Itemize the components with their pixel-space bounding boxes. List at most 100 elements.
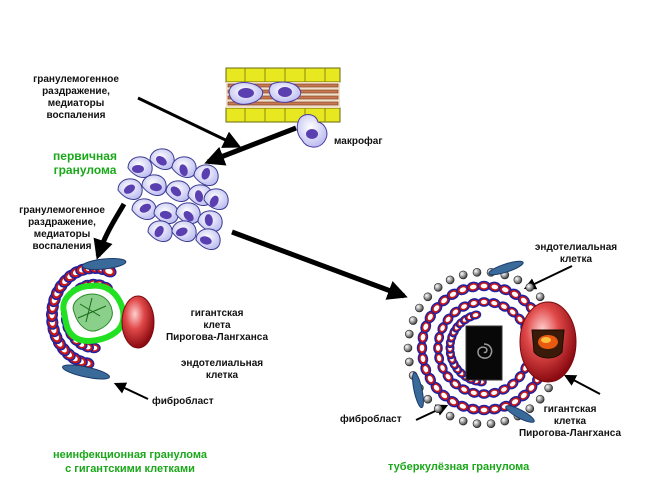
macrophage-cluster-cell	[117, 178, 143, 200]
macrophage-cluster-cell	[127, 156, 153, 178]
macrophage-cluster-cell	[171, 220, 197, 242]
epithelioid-cell	[449, 378, 462, 390]
epithelioid-cell	[456, 400, 470, 412]
lymphocyte-cell	[513, 275, 523, 285]
epithelioid-cell	[449, 306, 462, 318]
endo-left-line-2: клетка	[205, 370, 239, 381]
lymphocyte-cell	[458, 416, 468, 426]
fibroblast-right-left	[412, 371, 424, 409]
primary-line-2: гранулома	[53, 163, 117, 177]
blood-vessel	[225, 67, 341, 123]
lymphocyte-cell	[472, 419, 482, 428]
epithelioid-cell	[424, 372, 436, 386]
macrophage-cluster-cell	[131, 198, 157, 220]
lymphocyte-cell	[500, 416, 510, 426]
epithelioid-cell	[497, 384, 510, 395]
lymphocyte-cell	[525, 404, 535, 413]
lymphocyte-cell	[535, 292, 545, 302]
giant-cell-right-label: гигантская клетка Пирогова-Лангханса	[512, 404, 628, 440]
process-arrows	[93, 96, 601, 421]
epithelioid-cell	[469, 310, 482, 320]
epithelioid-cell	[477, 404, 491, 416]
primary-granuloma-cluster	[117, 148, 229, 250]
epithelioid-cell	[456, 284, 470, 296]
stimulus-top-line-3: медиаторы	[47, 98, 105, 109]
fibroblast-right-top	[488, 260, 524, 276]
stimulus-top-line-1: гранулемогенное	[33, 74, 119, 85]
giant-left-line-3: Пирогова-Лангханса	[165, 332, 269, 343]
caption-left-line-2: с гигантскими клетками	[65, 463, 195, 475]
stimulus-mid-line-1: гранулемогенное	[19, 205, 105, 216]
lymphocyte-cell	[423, 292, 433, 302]
stimulus-label-mid: гранулемогенное раздражение, медиаторы в…	[4, 205, 120, 253]
lymphocyte-cell	[486, 419, 496, 428]
stimulus-mid-line-4: воспаления	[32, 241, 92, 252]
lymphocyte-cell	[404, 329, 414, 339]
epithelioid-cell	[417, 330, 429, 344]
macrophage-cluster-cell	[203, 188, 229, 210]
macrophage-cluster-cell	[165, 180, 191, 202]
epithelioid-cell	[466, 281, 480, 293]
macrophage-label: макрофаг	[334, 136, 383, 147]
lymphocyte-cell	[423, 394, 433, 404]
tuberculous-caption: туберкулёзная гранулома	[388, 461, 530, 473]
giant-left-line-2: клета	[203, 320, 231, 331]
macrophage-cluster-cell	[153, 202, 179, 224]
giant-right-line-1: гигантская	[543, 404, 597, 415]
fibroblast-left-top	[81, 258, 127, 270]
macrophage-cluster-cell	[171, 156, 197, 178]
epithelioid-cell	[416, 341, 428, 355]
endothelial-right-label: эндотелиальная клетка	[526, 242, 626, 266]
macrophage-cluster-cell	[195, 228, 221, 250]
epithelioid-cell	[437, 389, 451, 402]
lymphocyte-cell	[535, 394, 545, 404]
lymphocyte-cell	[433, 283, 443, 292]
epithelioid-cell	[517, 389, 531, 402]
lymphocyte-cell	[544, 383, 553, 393]
primary-granuloma-label: первичная гранулома	[40, 149, 130, 177]
tuberculous-granuloma	[403, 260, 577, 428]
giant-right-line-2: клетка	[553, 416, 587, 427]
stimulus-mid-line-2: раздражение,	[28, 217, 96, 228]
macrophage-cluster-cell	[175, 202, 201, 224]
lymphocyte-cell	[458, 270, 468, 280]
lymphocyte-cell	[445, 411, 455, 421]
endo-right-line-1: эндотелиальная	[534, 242, 618, 253]
stimulus-top-line-4: воспаления	[46, 110, 106, 121]
endothelial-left-label: эндотелиальная клетка	[172, 358, 272, 382]
macrophage-cell	[296, 114, 328, 148]
fibroblast-right-bottom	[505, 405, 535, 423]
epithelioid-cell	[514, 313, 526, 326]
stimulus-mid-line-3: медиаторы	[33, 229, 91, 240]
lymphocyte-cell	[408, 316, 418, 325]
lymphocyte-cell	[403, 343, 413, 353]
endo-left-line-1: эндотелиальная	[180, 358, 264, 369]
fibroblast-left-label: фибробласт	[152, 396, 214, 407]
lymphocyte-cell	[415, 303, 424, 313]
epithelioid-cell	[433, 341, 443, 355]
noninfectious-granuloma	[46, 258, 155, 380]
stimulus-top-line-2: раздражение,	[42, 86, 110, 97]
stimulus-label-top: гранулемогенное раздражение, медиаторы в…	[20, 74, 132, 122]
primary-line-1: первичная	[53, 149, 117, 163]
fibroblast-left-bottom	[62, 364, 110, 380]
epithelioid-cell	[477, 389, 491, 399]
giant-cell-left	[121, 295, 155, 349]
epithelioid-cell	[477, 297, 491, 307]
epithelioid-cell	[437, 294, 451, 307]
macrophage-cluster-cell	[147, 220, 173, 242]
lymphocyte-cell	[472, 268, 482, 277]
lymphocyte-cell	[433, 404, 443, 413]
lymphocyte-cell	[404, 357, 414, 367]
lymphocyte-cell	[525, 283, 535, 292]
giant-right-line-3: Пирогова-Лангханса	[518, 428, 622, 439]
epithelioid-cell	[446, 396, 460, 408]
caption-left-line-1: неинфекционная гранулома	[53, 449, 207, 461]
endo-right-line-2: клетка	[559, 254, 593, 265]
caseous-necrosis	[465, 325, 503, 381]
macrophage-cluster-cell	[141, 174, 167, 196]
noninfectious-caption: неинфекционная гранулома с гигантскими к…	[30, 448, 230, 476]
lymphocyte-cell	[445, 275, 455, 285]
macrophage-cluster-cell	[149, 148, 175, 170]
